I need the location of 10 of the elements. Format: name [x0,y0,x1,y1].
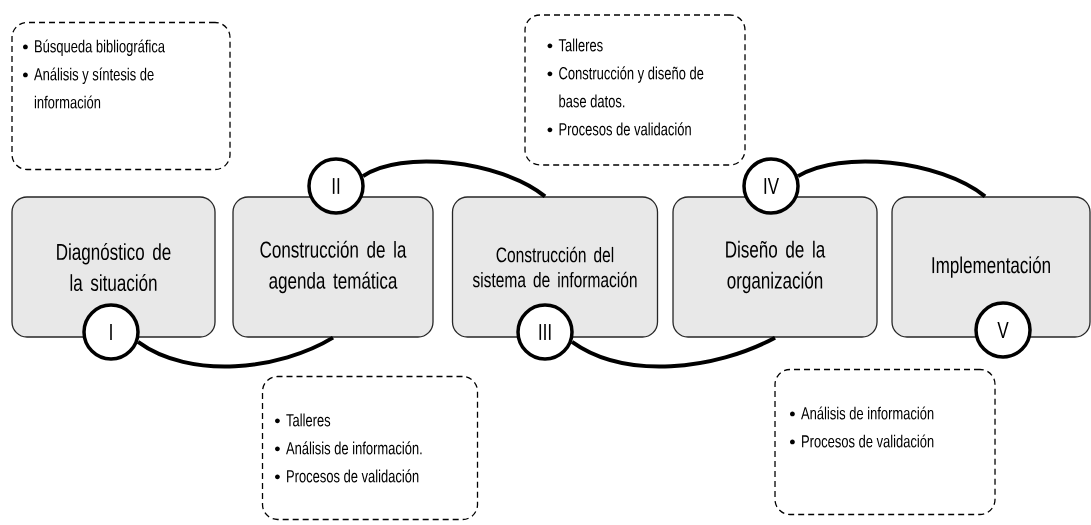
process-box: Diseño de la organización [672,196,878,338]
connector-curve [136,335,334,369]
connector-curve [797,159,987,198]
connector-curve [362,159,547,198]
note-box: Búsqueda bibliográfica Análisis y síntesis de información [11,21,231,171]
note-box: Talleres Construcción y diseño de base datos. Procesos de validación [524,14,746,166]
process-box: Construcción de la agenda temática [232,196,434,338]
note-box: Análisis de información Procesos de validación [774,368,996,516]
note-box: Talleres Análisis de información. Procesos de validación [261,375,479,521]
connector-curve [571,335,776,369]
